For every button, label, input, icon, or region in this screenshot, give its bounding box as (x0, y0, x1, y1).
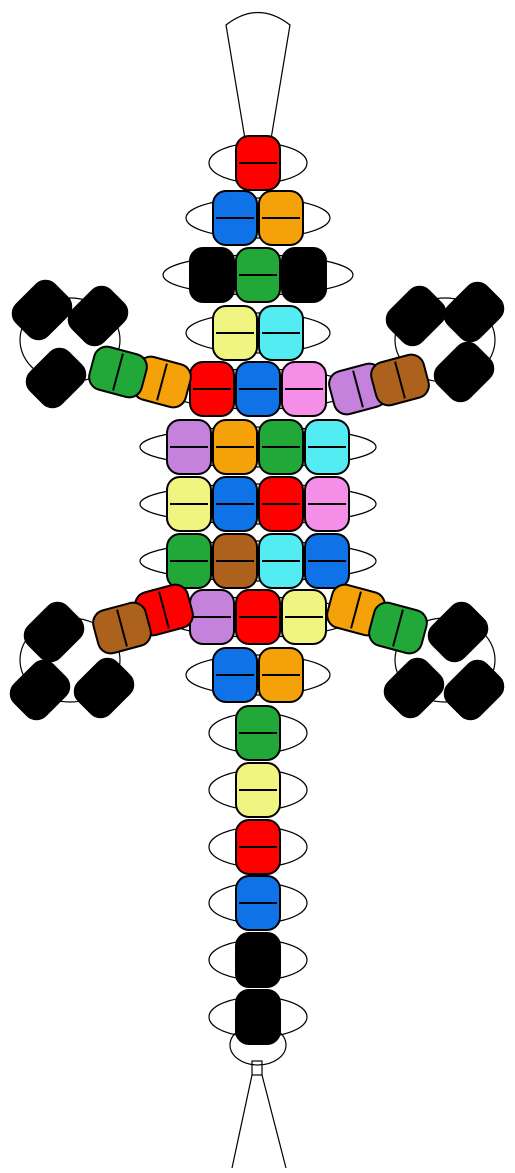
bead-foot-back-right (423, 597, 492, 666)
bead-foot-front-left (21, 343, 90, 412)
bead-body-cyan (259, 534, 303, 588)
bead-foot-back-left (5, 655, 74, 724)
bead-head-blue (213, 191, 257, 245)
bead-foot-back-left (69, 653, 138, 722)
bead-body-blue (305, 534, 349, 588)
bead-body-orange (213, 420, 257, 474)
bead-body-red (190, 362, 234, 416)
bead-body-purple (190, 590, 234, 644)
bead-foot-back-right (439, 655, 508, 724)
bead-body-red (259, 477, 303, 531)
bead-tail-green (236, 706, 280, 760)
bead-body-brown (213, 534, 257, 588)
bead-layer (5, 136, 508, 1044)
bead-foot-back-right (379, 653, 448, 722)
bead-body-pink (305, 477, 349, 531)
bead-leg-back-right-green (366, 600, 430, 656)
bead-body-blue (213, 648, 257, 702)
bead-body-red (236, 590, 280, 644)
bead-foot-front-right (381, 281, 450, 350)
bead-head-orange (259, 191, 303, 245)
bead-body-pink (282, 362, 326, 416)
bead-leg-front-left-green (86, 344, 150, 400)
bead-tail-blue (236, 876, 280, 930)
bead-body-yellow (167, 477, 211, 531)
bead-body-orange (259, 648, 303, 702)
bead-foot-back-left (19, 597, 88, 666)
bead-body-blue (213, 477, 257, 531)
bead-head-green (236, 248, 280, 302)
bead-leg-back-left-brown (90, 600, 154, 656)
bead-foot-front-right (429, 337, 498, 406)
bead-foot-front-left (63, 281, 132, 350)
bead-neck-yellow (213, 306, 257, 360)
bead-head-black (190, 248, 234, 302)
bead-body-green (259, 420, 303, 474)
bead-tail-red (236, 820, 280, 874)
bead-leg-front-right-brown (368, 352, 432, 408)
bead-body-purple (167, 420, 211, 474)
thread-top-loop (226, 13, 290, 146)
thread-end-left (232, 1075, 252, 1168)
bead-head-red (236, 136, 280, 190)
bead-tail-yellow (236, 763, 280, 817)
thread-end-right (262, 1075, 286, 1168)
bead-body-blue (236, 362, 280, 416)
bead-body-green (167, 534, 211, 588)
bead-body-yellow (282, 590, 326, 644)
bead-foot-front-right (439, 277, 508, 346)
bead-body-cyan (305, 420, 349, 474)
bead-tail-black (236, 990, 280, 1044)
bead-head-black (282, 248, 326, 302)
thread-knot (252, 1061, 262, 1075)
bead-tail-black (236, 933, 280, 987)
bead-foot-front-left (7, 275, 76, 344)
bead-neck-cyan (259, 306, 303, 360)
